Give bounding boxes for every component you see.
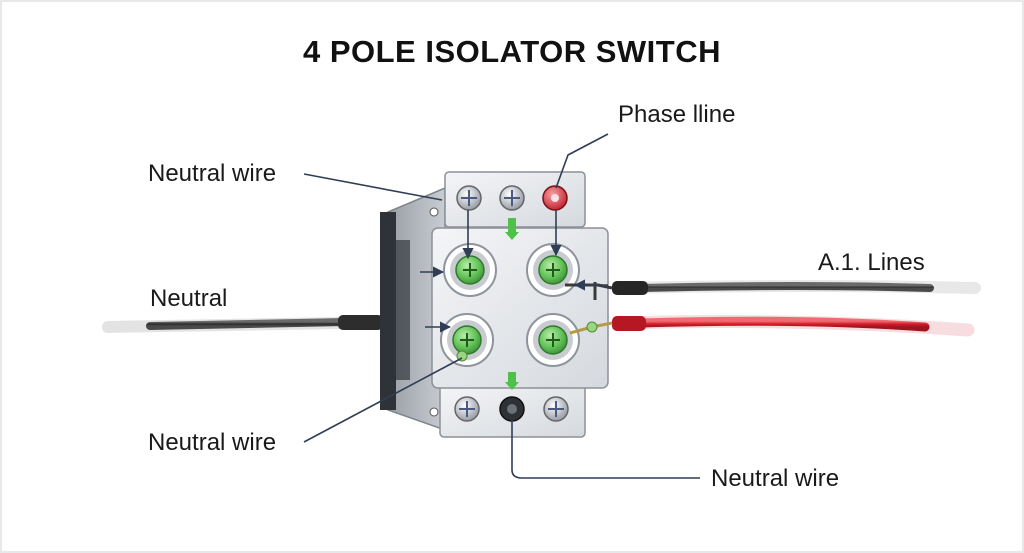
phase-line-label: Phase lline xyxy=(618,101,736,128)
left-neutral-cable xyxy=(102,315,400,333)
neutral-wire-bottom-right-label: Neutral wire xyxy=(711,465,840,492)
din-rail-clip xyxy=(380,212,396,410)
pole-2-terminal-icon xyxy=(526,243,580,297)
diagram-title: 4 POLE ISOLATOR SWITCH xyxy=(302,34,722,69)
top-screws xyxy=(456,185,568,211)
isolator-switch xyxy=(380,171,613,438)
neutral-wire-bottom-left-leader xyxy=(303,357,463,443)
right-red-cable xyxy=(612,315,975,337)
pole-1-terminal-icon xyxy=(443,243,497,297)
neutral-wire-bottom-left-label: Neutral wire xyxy=(148,429,277,456)
bottom-green-indicator xyxy=(508,372,516,386)
leader-lines xyxy=(303,133,700,479)
right-black-cable xyxy=(612,280,981,295)
neutral-label: Neutral xyxy=(150,285,228,312)
neutral-wire-top-left-leader xyxy=(303,173,443,201)
neutral-wire-bottom-right-leader xyxy=(511,420,700,479)
neutral-wire-top-left-label: Neutral wire xyxy=(148,160,277,187)
pole-terminals xyxy=(440,243,580,367)
pole-3-terminal-icon xyxy=(440,313,494,367)
top-green-indicator xyxy=(508,218,516,236)
phase-line-leader xyxy=(555,133,609,189)
pole-4-terminal-icon xyxy=(526,313,580,367)
ai-lines-label: A.1. Lines xyxy=(818,249,925,276)
bottom-screws xyxy=(454,396,569,422)
